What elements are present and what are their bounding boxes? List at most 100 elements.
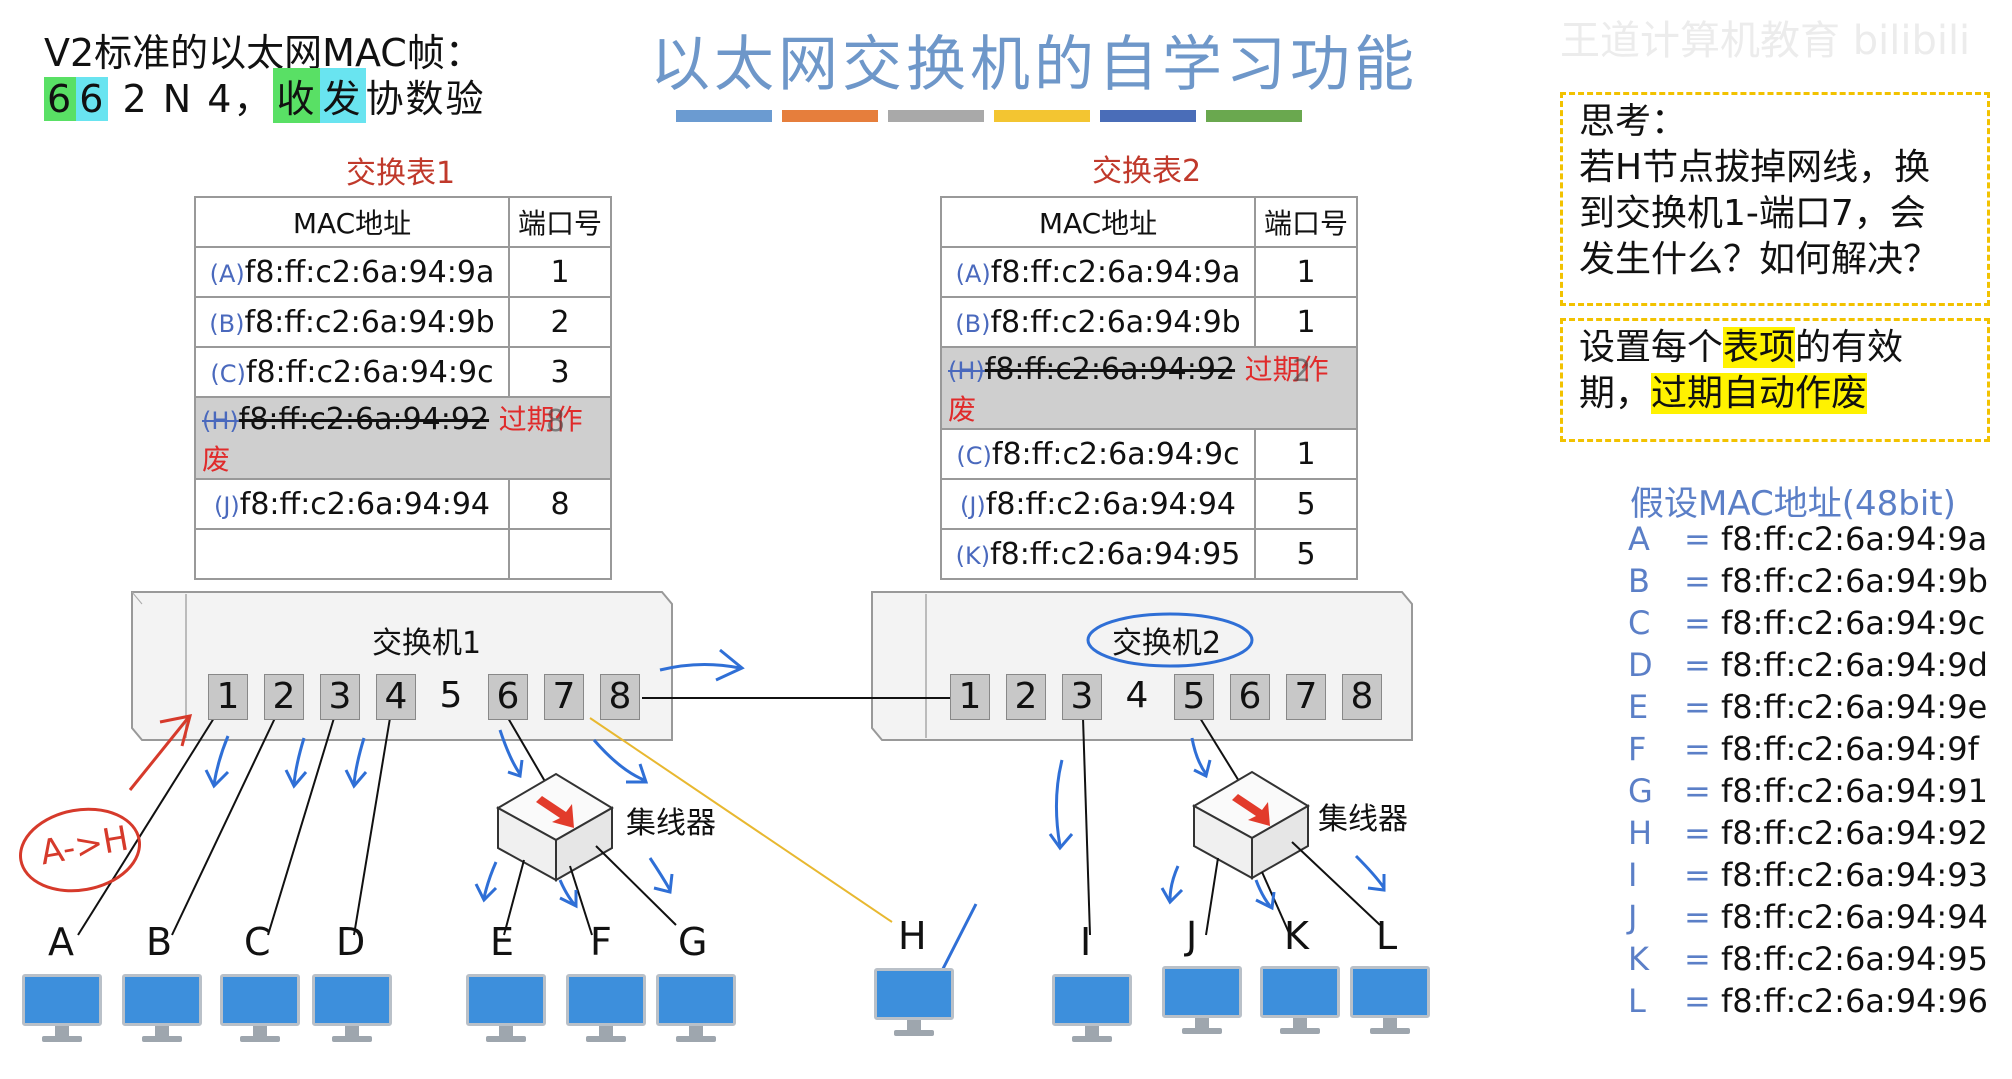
row-tag: (B) bbox=[955, 309, 991, 338]
row-mac: f8:ff:c2:6a:94:92 bbox=[238, 402, 490, 437]
frame-format-title: V2标准的以太网MAC帧： bbox=[44, 31, 483, 75]
link-e bbox=[503, 859, 525, 936]
switch2-port-1[interactable]: 1 bbox=[950, 674, 990, 720]
row-mac: f8:ff:c2:6a:94:95 bbox=[990, 536, 1241, 572]
host-label-e: E bbox=[490, 920, 515, 964]
table2-title: 交换表2 bbox=[1092, 154, 1202, 189]
think-line-2: 若H节点拔掉网线，换 bbox=[1579, 147, 1931, 188]
list-item: A= f8:ff:c2:6a:94:9a bbox=[1628, 520, 1988, 558]
switch2-port-2[interactable]: 2 bbox=[1006, 674, 1046, 720]
think-line-3: 到交换机1-端口7，会 bbox=[1579, 193, 1926, 234]
field-type: 2 bbox=[122, 77, 149, 121]
switch2-port-3[interactable]: 3 bbox=[1062, 674, 1102, 720]
field-fa: 发 bbox=[319, 68, 366, 123]
switch-table-2: MAC地址 端口号 (A)f8:ff:c2:6a:94:9a 1 (B)f8:f… bbox=[940, 196, 1358, 580]
switch1-port-7[interactable]: 7 bbox=[544, 674, 584, 720]
link-d bbox=[353, 717, 391, 936]
expired-note: 过期作废 bbox=[202, 403, 583, 476]
title-bar-6 bbox=[1206, 110, 1302, 122]
switch2-port-8[interactable]: 8 bbox=[1342, 674, 1382, 720]
row-port: 1 bbox=[508, 246, 612, 298]
list-item: B= f8:ff:c2:6a:94:9b bbox=[1628, 562, 1988, 600]
table-row-empty bbox=[194, 528, 612, 580]
field-rest: 协数验 bbox=[365, 77, 486, 121]
switch1-port-5[interactable]: 5 bbox=[439, 675, 463, 716]
watermark: 王道计算机教育 bilibili bbox=[1560, 18, 1971, 64]
row-mac: f8:ff:c2:6a:94:9c bbox=[245, 354, 494, 390]
table-row-expired: (H)f8:ff:c2:6a:94:92 过期作废 2 bbox=[940, 346, 1358, 430]
red-annotation bbox=[19, 714, 193, 893]
row-tag: (H) bbox=[948, 357, 985, 385]
table-row: (K)f8:ff:c2:6a:94:95 5 bbox=[940, 528, 1358, 580]
switch2-port-5[interactable]: 5 bbox=[1174, 674, 1214, 720]
table-row: (J)f8:ff:c2:6a:94:94 8 bbox=[194, 478, 612, 530]
row-port: 1 bbox=[1254, 246, 1358, 298]
host-label-b: B bbox=[146, 920, 173, 964]
hub-2 bbox=[1191, 770, 1310, 880]
row-tag: (J) bbox=[213, 491, 240, 520]
assume-list: A= f8:ff:c2:6a:94:9a B= f8:ff:c2:6a:94:9… bbox=[1628, 518, 1988, 1022]
field-fcs: 4 bbox=[207, 77, 234, 121]
row-tag: (K) bbox=[955, 541, 991, 570]
switch2-port-7[interactable]: 7 bbox=[1286, 674, 1326, 720]
list-item: H= f8:ff:c2:6a:94:92 bbox=[1628, 814, 1988, 852]
host-label-l: L bbox=[1376, 914, 1398, 958]
think-line-4: 发生什么？如何解决？ bbox=[1579, 239, 1940, 280]
hub-1 bbox=[495, 772, 614, 882]
switch1-port-1[interactable]: 1 bbox=[208, 674, 248, 720]
table-row: (A)f8:ff:c2:6a:94:9a 1 bbox=[940, 246, 1358, 298]
table-row: (J)f8:ff:c2:6a:94:94 5 bbox=[940, 478, 1358, 530]
link-h-yellow bbox=[589, 717, 893, 923]
list-item: E= f8:ff:c2:6a:94:9e bbox=[1628, 688, 1988, 726]
table-row-expired: (H)f8:ff:c2:6a:94:92 过期作废 8 bbox=[194, 396, 612, 480]
row-tag: (A) bbox=[209, 259, 245, 288]
link-k bbox=[1261, 871, 1291, 936]
field-comma: ， bbox=[233, 77, 274, 121]
switch1-port-2[interactable]: 2 bbox=[264, 674, 304, 720]
switch2-port-4[interactable]: 4 bbox=[1125, 675, 1149, 716]
link-j bbox=[1205, 857, 1219, 936]
switch1-port-6[interactable]: 6 bbox=[488, 674, 528, 720]
table-row: (A)f8:ff:c2:6a:94:9a 1 bbox=[194, 246, 612, 298]
table1-header-port: 端口号 bbox=[508, 196, 612, 248]
table1-header-mac: MAC地址 bbox=[194, 196, 510, 248]
host-label-k: K bbox=[1284, 914, 1309, 958]
field-shou: 收 bbox=[273, 68, 320, 123]
switch1-port-8[interactable]: 8 bbox=[600, 674, 640, 720]
title-bar-1 bbox=[676, 110, 772, 122]
switch1-port-4[interactable]: 4 bbox=[376, 674, 416, 720]
row-tag: (H) bbox=[202, 407, 239, 435]
expired-note: 过期作废 bbox=[948, 353, 1329, 426]
row-mac: f8:ff:c2:6a:94:94 bbox=[239, 486, 491, 522]
link-f bbox=[569, 865, 593, 936]
answer-highlight-2: 过期自动作废 bbox=[1651, 373, 1868, 414]
table-row: (B)f8:ff:c2:6a:94:9b 1 bbox=[940, 296, 1358, 348]
host-label-g: G bbox=[678, 920, 708, 964]
list-item: L= f8:ff:c2:6a:94:96 bbox=[1628, 982, 1988, 1020]
hub-2-label: 集线器 bbox=[1318, 802, 1408, 837]
think-box: 思考： 若H节点拔掉网线，换 到交换机1-端口7，会 发生什么？如何解决？ bbox=[1560, 92, 1990, 306]
table-row: (B)f8:ff:c2:6a:94:9b 2 bbox=[194, 296, 612, 348]
blue-annotation bbox=[204, 612, 1386, 1010]
title-bar-4 bbox=[994, 110, 1090, 122]
table-row: (C)f8:ff:c2:6a:94:9c 1 bbox=[940, 428, 1358, 480]
answer-highlight-1: 表项 bbox=[1723, 327, 1796, 368]
field-dst: 6 bbox=[44, 77, 77, 121]
table-row: (C)f8:ff:c2:6a:94:9c 3 bbox=[194, 346, 612, 398]
list-item: G= f8:ff:c2:6a:94:91 bbox=[1628, 772, 1988, 810]
row-port: 8 bbox=[546, 404, 566, 439]
title-bar-5 bbox=[1100, 110, 1196, 122]
switch1-port-3[interactable]: 3 bbox=[320, 674, 360, 720]
host-label-c: C bbox=[244, 920, 271, 964]
row-mac: f8:ff:c2:6a:94:94 bbox=[985, 486, 1237, 522]
list-item: J= f8:ff:c2:6a:94:94 bbox=[1628, 898, 1988, 936]
switch-table-1: MAC地址 端口号 (A)f8:ff:c2:6a:94:9a 1 (B)f8:f… bbox=[194, 196, 612, 580]
link-i bbox=[1082, 717, 1091, 936]
link-l bbox=[1291, 841, 1381, 926]
host-label-h: H bbox=[898, 914, 927, 958]
switch2-port-6[interactable]: 6 bbox=[1230, 674, 1270, 720]
list-item: F= f8:ff:c2:6a:94:9f bbox=[1628, 730, 1979, 768]
answer-box: 设置每个表项的有效 期，过期自动作废 bbox=[1560, 318, 1990, 442]
answer-part-2: 的有效 bbox=[1795, 327, 1904, 368]
table2-header-port: 端口号 bbox=[1254, 196, 1358, 248]
